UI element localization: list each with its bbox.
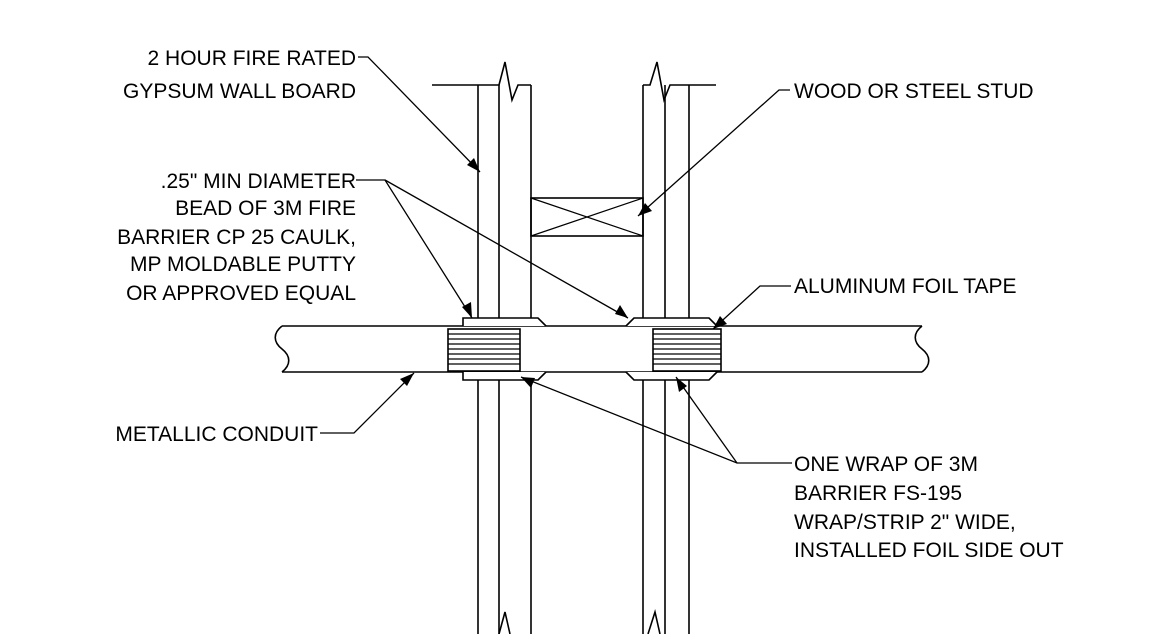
leader-stud xyxy=(637,89,790,217)
label-wrap-line1: ONE WRAP OF 3M xyxy=(794,453,978,476)
label-caulk-line4: MP MOLDABLE PUTTY xyxy=(130,253,356,276)
top-break-line-right xyxy=(643,61,716,103)
bottom-break-right xyxy=(647,608,661,634)
label-caulk-line1: .25" MIN DIAMETER xyxy=(161,170,356,193)
wrap-strip-right xyxy=(652,328,722,372)
label-wrap-line2: BARRIER FS-195 xyxy=(794,482,962,505)
label-wrap-line3: WRAP/STRIP 2" WIDE, xyxy=(794,511,1016,534)
wrap-strip-left xyxy=(447,328,521,372)
leader-caulk xyxy=(356,179,629,319)
label-stud: WOOD OR STEEL STUD xyxy=(794,80,1034,103)
label-gypsum-line1: 2 HOUR FIRE RATED xyxy=(148,47,356,70)
top-break-line-left xyxy=(432,61,531,103)
label-caulk: .25" MIN DIAMETER BEAD OF 3M FIRE BARRIE… xyxy=(117,170,356,305)
label-caulk-line3: BARRIER CP 25 CAULK, xyxy=(117,226,356,249)
stud-symbol xyxy=(530,197,644,237)
conduit-break-right xyxy=(914,325,930,373)
label-conduit: METALLIC CONDUIT xyxy=(115,423,318,446)
leader-gypsum xyxy=(358,56,481,173)
label-caulk-line2: BEAD OF 3M FIRE xyxy=(175,197,356,220)
label-wrap-line4: INSTALLED FOIL SIDE OUT xyxy=(794,539,1064,562)
label-foil-tape: ALUMINUM FOIL TAPE xyxy=(794,275,1016,298)
label-gypsum: 2 HOUR FIRE RATED GYPSUM WALL BOARD xyxy=(123,47,356,103)
bottom-break-left xyxy=(498,611,511,634)
leader-foil-tape xyxy=(712,285,791,330)
label-caulk-line5: OR APPROVED EQUAL xyxy=(126,282,356,305)
conduit-break-left xyxy=(274,325,290,373)
leader-conduit xyxy=(320,372,415,434)
label-wrap: ONE WRAP OF 3M BARRIER FS-195 WRAP/STRIP… xyxy=(794,453,1064,562)
metallic-conduit xyxy=(274,325,930,373)
leader-wrap xyxy=(520,376,792,464)
label-gypsum-line2: GYPSUM WALL BOARD xyxy=(123,80,356,103)
